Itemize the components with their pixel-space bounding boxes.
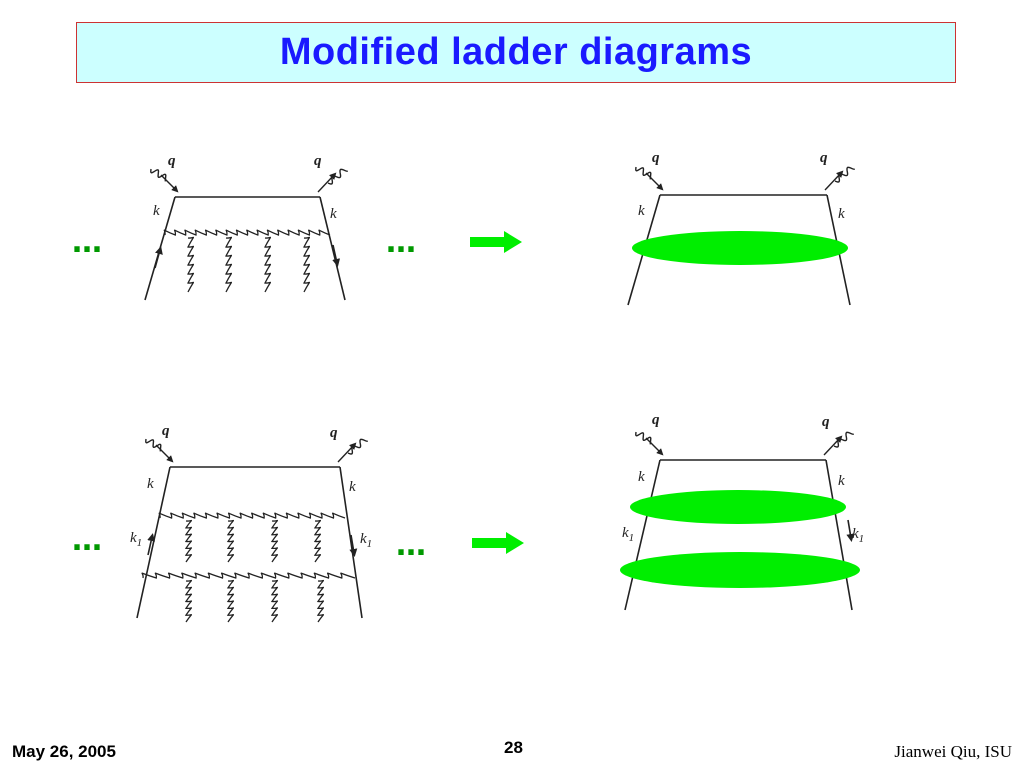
d3-upper-gluon-leg-1 <box>184 519 193 563</box>
d4-left-quark-line <box>624 459 661 611</box>
footer-date: May 26, 2005 <box>12 742 116 761</box>
d4-green-blob-lower <box>620 552 860 588</box>
d4-label-k-left: k <box>638 469 645 485</box>
d1-gluon-leg-3 <box>264 236 272 293</box>
arrow-bottom <box>472 532 524 554</box>
d2-label-k-right: k <box>838 206 845 222</box>
d4-green-blob-upper <box>630 490 846 524</box>
d1-gluon-leg-4 <box>303 236 311 293</box>
d3-upper-gluon-leg-2 <box>226 519 235 563</box>
d3-right-quark-line <box>339 466 363 619</box>
d3-photon-out-wave <box>347 438 368 455</box>
d1-photon-in-wave <box>150 168 167 182</box>
d4-photon-in-arrow <box>645 437 664 456</box>
d4-label-k1-right: k1 <box>852 526 864 545</box>
d2-green-blob <box>632 231 848 265</box>
slide-title: Modified ladder diagrams <box>279 31 753 73</box>
d3-gluon-rung-upper <box>158 512 346 519</box>
d1-right-arrow <box>332 244 341 267</box>
d1-left-quark-line <box>144 196 176 301</box>
d3-lower-gluon-leg-1 <box>184 579 193 623</box>
d1-left-arrow <box>154 246 163 269</box>
title-box: Modified ladder diagrams <box>76 22 956 83</box>
d3-label-k-left: k <box>147 476 154 492</box>
d4-label-q-left: q <box>652 412 660 428</box>
d2-photon-out-arrow <box>824 170 844 191</box>
d1-photon-out-wave <box>327 168 348 185</box>
d3-label-q-left: q <box>162 423 170 439</box>
arrow-top <box>470 231 522 253</box>
d2-label-q-left: q <box>652 150 660 166</box>
d1-label-k-left: k <box>153 203 160 219</box>
d2-photon-in-wave <box>635 166 652 180</box>
d1-right-quark-line <box>319 196 346 301</box>
d3-ellipsis-left: … <box>72 523 102 558</box>
d3-lower-gluon-leg-4 <box>316 579 325 623</box>
d3-lower-gluon-leg-2 <box>226 579 235 623</box>
d3-lower-gluon-leg-3 <box>270 579 279 623</box>
d3-ellipsis-right: … <box>396 528 426 563</box>
d4-photon-out-arrow <box>823 435 843 456</box>
d4-label-k-right: k <box>838 473 845 489</box>
d3-label-q-right: q <box>330 425 338 441</box>
d4-label-k1-left: k1 <box>622 525 634 544</box>
d3-right-arrow <box>349 534 358 557</box>
diagram-elements: q q k k … … q q k k q q k k k1 k1 … … q q k k k1 k1 <box>72 150 864 623</box>
d3-upper-gluon-leg-4 <box>313 519 322 563</box>
d4-photon-in-wave <box>635 431 652 445</box>
d3-photon-out-arrow <box>337 442 357 463</box>
d3-upper-gluon-leg-3 <box>270 519 279 563</box>
footer-author: Jianwei Qiu, ISU <box>894 742 1012 761</box>
d4-right-arrow <box>846 519 855 542</box>
d3-left-quark-line <box>136 466 171 619</box>
d1-label-q-left: q <box>168 153 176 169</box>
footer-page-number: 28 <box>504 738 523 757</box>
d4-label-q-right: q <box>822 414 830 430</box>
d1-photon-out-arrow <box>317 172 337 193</box>
d1-gluon-rung <box>163 229 331 236</box>
d3-photon-in-wave <box>145 438 162 452</box>
d2-label-k-left: k <box>638 203 645 219</box>
d3-label-k-right: k <box>349 479 356 495</box>
d1-gluon-leg-1 <box>187 236 195 293</box>
d1-label-q-right: q <box>314 153 322 169</box>
d4-right-quark-line <box>825 459 853 611</box>
d2-label-q-right: q <box>820 150 828 166</box>
d4-photon-out-wave <box>833 431 854 448</box>
d2-photon-out-wave <box>834 166 855 183</box>
d1-gluon-leg-2 <box>225 236 233 293</box>
d1-ellipsis-right: … <box>386 225 416 260</box>
d3-left-arrow <box>147 533 156 556</box>
d3-photon-in-arrow <box>155 444 174 463</box>
d3-label-k1-right: k1 <box>360 531 372 550</box>
d1-photon-in-arrow <box>160 174 179 193</box>
d1-ellipsis-left: … <box>72 225 102 260</box>
d3-gluon-rung-lower <box>141 572 356 579</box>
d3-label-k1-left: k1 <box>130 530 142 549</box>
d2-photon-in-arrow <box>645 172 664 191</box>
d1-label-k-right: k <box>330 206 337 222</box>
